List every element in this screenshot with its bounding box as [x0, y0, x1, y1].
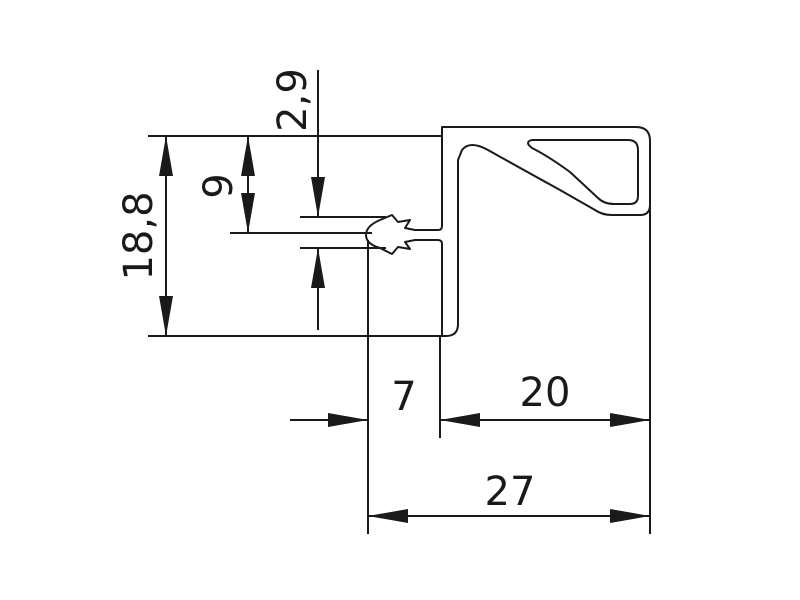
dim-label-width-left: 7 — [391, 374, 416, 420]
profile-outer-contour — [441, 126, 651, 337]
dimension-height-total: 18,8 — [116, 136, 173, 336]
extension-lines — [148, 135, 651, 534]
dim-label-height-lower: 9 — [196, 173, 242, 198]
dimension-width-right: 20 — [440, 370, 650, 427]
profile-inner-wall-top — [414, 135, 443, 231]
profile-hollow-cavity — [527, 139, 639, 205]
dimension-width-total: 27 — [368, 469, 650, 523]
aluminium-profile — [365, 126, 651, 337]
dim-label-height-total: 18,8 — [116, 191, 162, 280]
profile-inner-wall-bottom — [414, 239, 443, 337]
dim-label-width-right: 20 — [520, 370, 571, 416]
dimension-width-left: 7 — [290, 374, 417, 427]
dimension-gap-top: 2,9 — [270, 68, 325, 330]
dim-label-width-total: 27 — [485, 469, 536, 515]
dim-label-gap-top: 2,9 — [270, 68, 316, 132]
dimension-height-lower: 9 — [196, 136, 255, 233]
